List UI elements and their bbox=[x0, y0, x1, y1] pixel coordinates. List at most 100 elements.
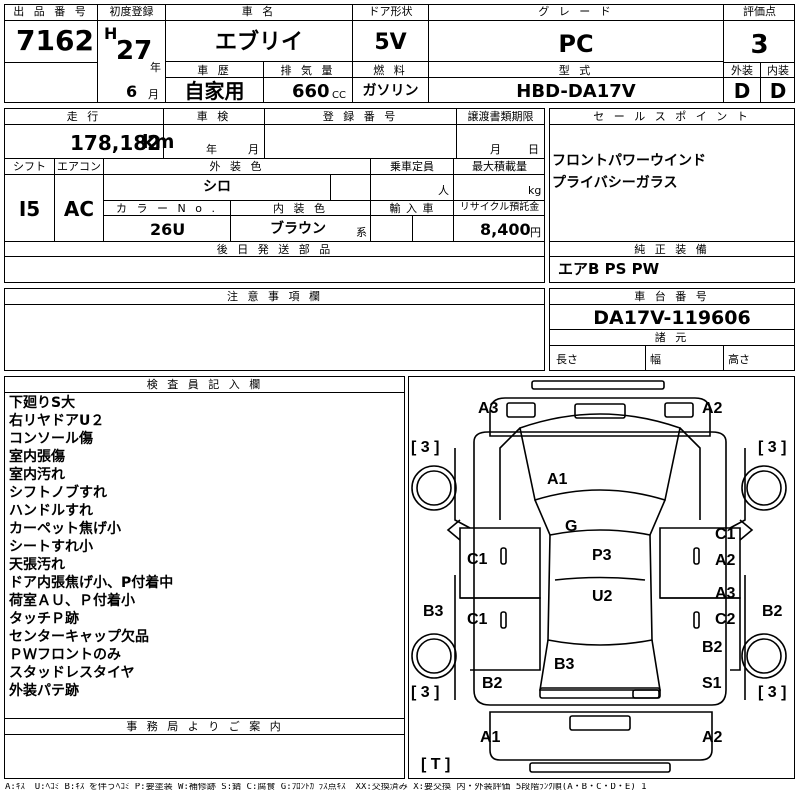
sales-point-2: プライバシーガラス bbox=[552, 175, 678, 191]
car-name: エブリイ bbox=[214, 30, 303, 55]
damage-mark: A3 bbox=[478, 400, 499, 417]
first-registration-label: 初度登録 bbox=[109, 5, 154, 18]
list-item: ＰＷフロントのみ bbox=[9, 647, 121, 663]
grade: PC bbox=[558, 30, 594, 58]
legend: A:ｷｽﾞ U:ﾍｺﾐ B:ｷｽﾞを伴うﾍｺﾐ P:要塗装 W:補修跡 S:錆 … bbox=[5, 783, 647, 792]
series-unit: 系 bbox=[356, 226, 367, 239]
interior-label: 内装 bbox=[767, 64, 789, 77]
mileage: 178,182 bbox=[70, 131, 162, 155]
damage-mark: B2 bbox=[702, 639, 723, 656]
list-item: 荷室ＡＵ、Ｐ付着小 bbox=[9, 593, 135, 609]
shift-type: I5 bbox=[18, 197, 41, 221]
registration-year: 27 bbox=[116, 36, 153, 66]
recycle-fee: 8,400 bbox=[480, 220, 531, 239]
list-item: シフトノブすれ bbox=[9, 485, 107, 501]
import-label: 輸 入 車 bbox=[389, 202, 435, 215]
inspection-label: 車 検 bbox=[196, 110, 232, 123]
ext-color-label: 外 装 色 bbox=[209, 160, 265, 173]
door-type-label: ドア形状 bbox=[368, 5, 413, 18]
cc-unit: CC bbox=[332, 90, 346, 101]
sales-point-1: フロントパワーウインド bbox=[552, 153, 706, 169]
length-label: 長さ bbox=[556, 353, 578, 366]
fuel-type: ガソリン bbox=[362, 83, 419, 99]
model-label: 型 式 bbox=[558, 64, 594, 77]
tire-front-left: [ 3 ] bbox=[411, 439, 440, 456]
list-item: ドア内張焦げ小、P付着中 bbox=[9, 575, 174, 591]
later-parts-label: 後 日 発 送 部 品 bbox=[216, 243, 334, 256]
int-color: ブラウン bbox=[270, 221, 326, 237]
list-item: 室内汚れ bbox=[9, 467, 65, 483]
car-name-label: 車 名 bbox=[241, 5, 277, 18]
color-no: 26U bbox=[150, 220, 186, 239]
month-unit: 月 bbox=[148, 88, 159, 101]
damage-mark: B2 bbox=[762, 603, 783, 620]
tire-front-right: [ 3 ] bbox=[758, 439, 787, 456]
fuel-label: 燃 料 bbox=[373, 64, 408, 77]
damage-mark: G bbox=[565, 518, 578, 535]
damage-mark: B3 bbox=[423, 603, 444, 620]
exterior-grade: D bbox=[733, 79, 751, 103]
ext-color: シロ bbox=[203, 179, 231, 195]
aircon-label: エアコン bbox=[57, 160, 101, 173]
inspection-year-unit: 年 bbox=[206, 143, 217, 156]
list-item: 右リヤドアU２ bbox=[9, 413, 105, 429]
mileage-label: 走 行 bbox=[66, 110, 102, 123]
inspector-notes-label: 検 査 員 記 入 欄 bbox=[146, 378, 264, 391]
deadline-day-unit: 日 bbox=[528, 143, 539, 156]
height-label: 高さ bbox=[728, 353, 750, 366]
exterior-label: 外装 bbox=[731, 64, 753, 77]
kg-unit: kg bbox=[528, 184, 542, 197]
max-load-label: 最大積載量 bbox=[472, 160, 527, 173]
recycle-label: リサイクル預託金 bbox=[459, 202, 540, 213]
list-item: ハンドルすれ bbox=[9, 503, 93, 519]
damage-mark: A2 bbox=[715, 552, 736, 569]
specs-label: 諸 元 bbox=[654, 331, 690, 344]
width-label: 幅 bbox=[650, 353, 661, 366]
damage-mark: S1 bbox=[702, 675, 722, 692]
list-item: タッチＰ跡 bbox=[9, 611, 79, 627]
damage-mark: A3 bbox=[715, 585, 736, 602]
damage-mark: A1 bbox=[480, 729, 501, 746]
history-label: 車 歴 bbox=[197, 64, 232, 77]
registration-no-label: 登 録 番 号 bbox=[322, 110, 399, 123]
list-item: 室内張傷 bbox=[9, 449, 65, 465]
km-unit: km bbox=[142, 131, 175, 153]
chassis-no-label: 車 台 番 号 bbox=[634, 290, 710, 303]
damage-mark: C1 bbox=[715, 526, 736, 543]
inspection-month-unit: 月 bbox=[248, 143, 259, 156]
list-item: シートすれ小 bbox=[9, 539, 93, 555]
model-code: HBD-DA17V bbox=[516, 81, 636, 102]
grade-label: グ レ ー ド bbox=[538, 5, 614, 18]
damage-mark: U2 bbox=[592, 588, 613, 605]
transfer-deadline-label: 譲渡書類期限 bbox=[467, 110, 534, 123]
spare-tire: [ T ] bbox=[421, 756, 451, 773]
genuine-equipment-label: 純 正 装 備 bbox=[634, 243, 710, 256]
era-mark: H bbox=[104, 24, 118, 43]
damage-mark: C2 bbox=[715, 611, 736, 628]
damage-mark: C1 bbox=[467, 611, 488, 628]
list-item: カーペット焦げ小 bbox=[9, 521, 121, 537]
list-item: 下廻りS大 bbox=[9, 395, 76, 411]
lot-number-label: 出 品 番 号 bbox=[13, 5, 89, 18]
damage-mark: P3 bbox=[592, 547, 612, 564]
chassis-no: DA17V-119606 bbox=[593, 307, 751, 329]
capacity-label: 乗車定員 bbox=[390, 160, 434, 173]
damage-mark: A2 bbox=[702, 729, 723, 746]
tire-rear-right: [ 3 ] bbox=[758, 684, 787, 701]
year-unit: 年 bbox=[150, 61, 161, 74]
tire-rear-left: [ 3 ] bbox=[411, 684, 440, 701]
overall-score: 3 bbox=[750, 30, 769, 60]
list-item: スタッドレスタイヤ bbox=[9, 665, 135, 681]
color-no-label: カ ラ ー N o . bbox=[116, 202, 218, 215]
usage-history: 自家用 bbox=[184, 79, 245, 103]
list-item: センターキャップ欠品 bbox=[9, 629, 149, 645]
int-color-label: 内 装 色 bbox=[273, 202, 328, 215]
interior-grade: D bbox=[769, 79, 787, 103]
damage-mark: C1 bbox=[467, 551, 488, 568]
damage-mark: A1 bbox=[547, 471, 568, 488]
genuine-equipment: エアB PS PW bbox=[558, 260, 660, 278]
person-unit: 人 bbox=[438, 184, 449, 197]
deadline-month-unit: 月 bbox=[490, 143, 501, 156]
